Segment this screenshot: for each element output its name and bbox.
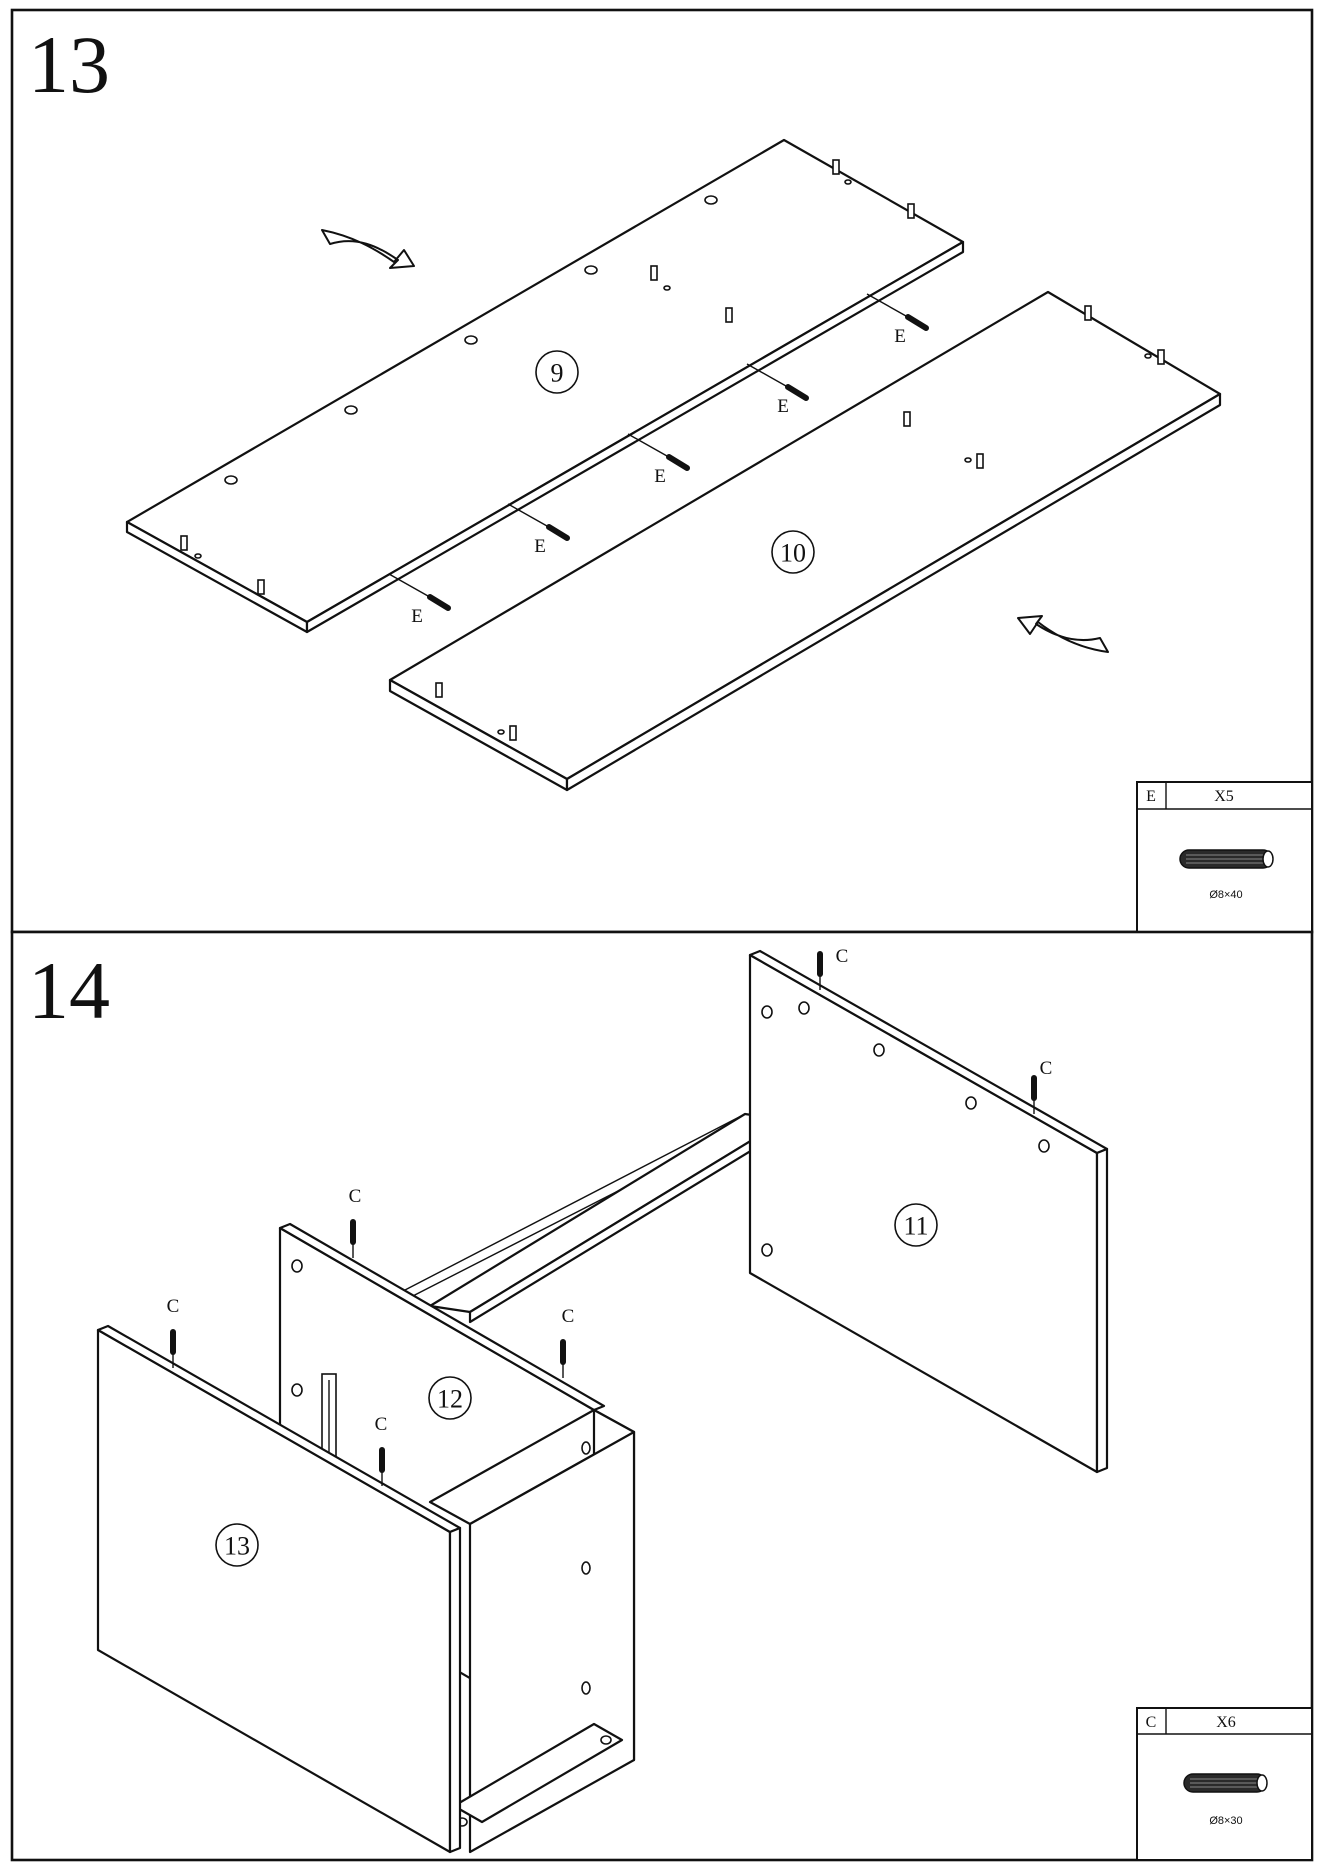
cam-bolt-pin xyxy=(650,265,658,281)
cam-bolt-pin xyxy=(903,411,911,427)
dowels-e: E E E E E xyxy=(388,293,929,627)
dowel-e xyxy=(905,314,929,331)
cam-bolt-pin xyxy=(257,579,265,595)
cam-hole xyxy=(464,335,478,345)
cam-bolt-pin xyxy=(435,682,443,698)
part-label-circle xyxy=(215,1523,259,1567)
fastener-letter: E xyxy=(534,536,546,557)
step-13-number: 13 xyxy=(28,19,110,110)
direction-arrow xyxy=(321,229,415,269)
part-label-12: 12 xyxy=(437,1385,463,1414)
part-label-circle xyxy=(428,1376,472,1420)
fastener-letter: E xyxy=(894,326,906,347)
hardware-quantity: X5 xyxy=(1214,788,1234,805)
board-10: 10 xyxy=(388,290,1222,792)
hardware-box-e: E X5 Ø8×40 xyxy=(1136,781,1313,933)
cam-bolt-pin xyxy=(1084,305,1092,321)
fastener-letter: C xyxy=(349,1186,362,1207)
cam-hole xyxy=(798,1001,810,1015)
fastener-letter: C xyxy=(167,1296,180,1317)
cam-hole xyxy=(873,1043,885,1057)
carcass-box xyxy=(428,1408,636,1854)
direction-arrow xyxy=(1017,615,1109,653)
cam-hole xyxy=(761,1005,773,1019)
dowel-e xyxy=(785,384,809,401)
cam-bolt-pin xyxy=(509,725,517,741)
dowel-e xyxy=(666,454,690,471)
panel-11: 11 xyxy=(748,949,1109,1474)
panel-13: 13 xyxy=(96,1324,462,1854)
cam-hole xyxy=(704,195,718,205)
step-14-panel: 14 11 C C xyxy=(10,930,1314,1862)
cam-hole xyxy=(1038,1139,1050,1153)
hardware-code: E xyxy=(1146,788,1156,805)
hardware-quantity: X6 xyxy=(1216,1714,1236,1731)
cam-bolt-pin xyxy=(180,535,188,551)
part-label-10: 10 xyxy=(780,539,806,568)
fastener-letter: C xyxy=(836,946,849,967)
fastener-letter: C xyxy=(1040,1058,1053,1079)
part-label-circle xyxy=(894,1203,938,1247)
fastener-letter: E xyxy=(654,466,666,487)
step-14-number: 14 xyxy=(28,945,110,1036)
fastener-letter: C xyxy=(562,1306,575,1327)
cam-hole xyxy=(965,1096,977,1110)
hardware-size: Ø8×30 xyxy=(1209,1815,1242,1827)
part-label-9: 9 xyxy=(551,359,564,388)
fastener-letter: E xyxy=(411,606,423,627)
fastener-letter: C xyxy=(375,1414,388,1435)
cam-bolt-pin xyxy=(1157,349,1165,365)
dowel-e xyxy=(546,524,570,541)
part-label-circle xyxy=(535,350,579,394)
cam-hole xyxy=(584,265,598,275)
step-13-panel: 13 9 xyxy=(10,8,1314,934)
hardware-box-c: C X6 Ø8×30 xyxy=(1136,1707,1313,1861)
cam-hole xyxy=(761,1243,773,1257)
cam-bolt-pin xyxy=(832,159,840,175)
part-label-11: 11 xyxy=(903,1212,928,1241)
cam-bolt-pin xyxy=(907,203,915,219)
cam-bolt-pin xyxy=(976,453,984,469)
part-label-13: 13 xyxy=(224,1532,250,1561)
hardware-code: C xyxy=(1146,1714,1157,1731)
cam-bolt-pin xyxy=(725,307,733,323)
hardware-size: Ø8×40 xyxy=(1209,889,1242,901)
dowel-e xyxy=(427,594,451,611)
cam-hole xyxy=(344,405,358,415)
part-label-circle xyxy=(771,530,815,574)
board-9: 9 xyxy=(125,138,965,634)
cam-hole xyxy=(224,475,238,485)
fastener-letter: E xyxy=(777,396,789,417)
